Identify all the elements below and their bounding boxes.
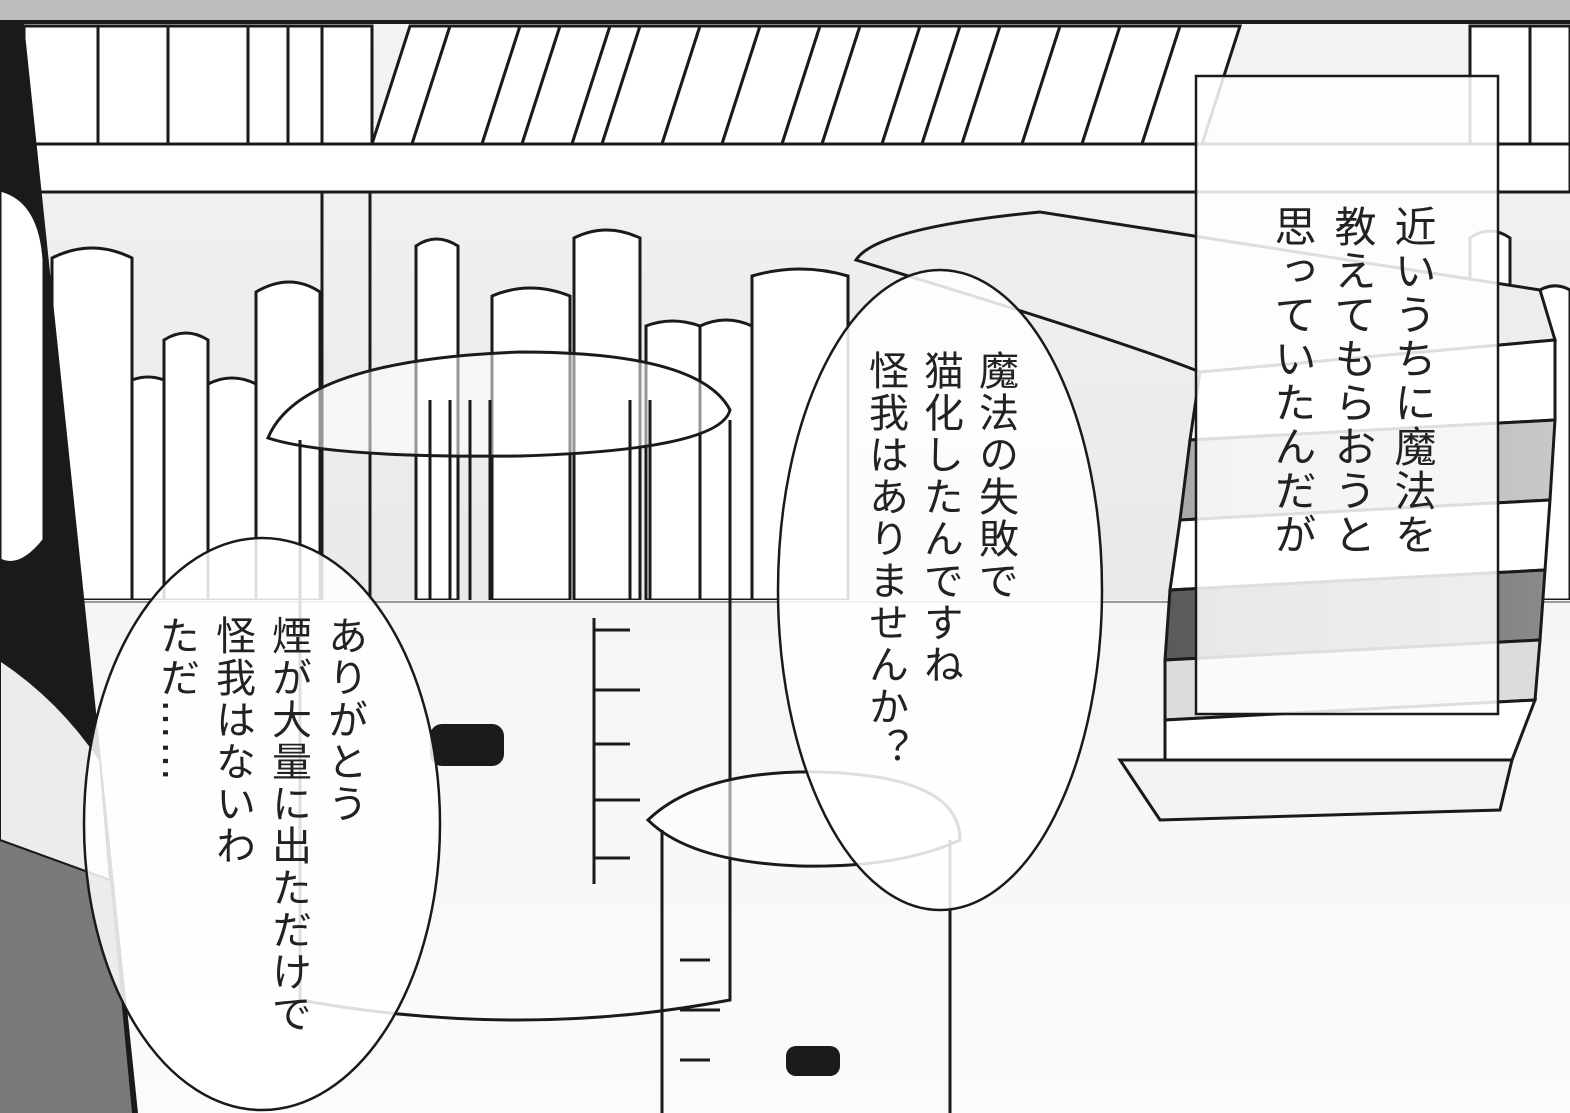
narration-line: 近いうちに魔法を [1388,205,1437,557]
bubble-line: ありがとう [321,615,367,825]
narration-line: 思っていたんだが [1268,205,1317,557]
bubble-line: 怪我はありませんか？ [862,350,908,770]
narration-line: 教えてもらおうと [1328,205,1377,557]
bubble-line: 煙が大量に出ただけで [265,615,311,1035]
bubble-line: ただ…… [153,615,199,783]
bubble-line: 魔法の失敗で [972,350,1018,602]
speech-bubble-left: ありがとう 煙が大量に出ただけで 怪我はないわ ただ…… [148,615,372,1035]
bubble-line: 猫化したんですね [917,350,963,686]
narration-caption: 近いうちに魔法を 教えてもらおうと 思っていたんだが [1262,205,1442,557]
speech-bubble-center: 魔法の失敗で 猫化したんですね 怪我はありませんか？ [857,350,1022,770]
bubble-line: 怪我はないわ [209,615,255,867]
